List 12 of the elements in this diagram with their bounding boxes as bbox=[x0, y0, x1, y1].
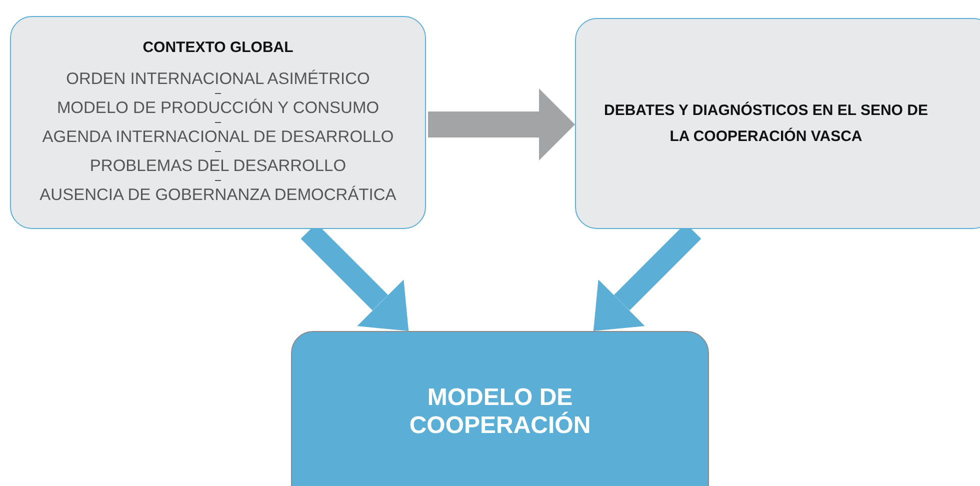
context-box bbox=[10, 16, 426, 229]
list-item: AGENDA INTERNACIONAL DE DESARROLLO bbox=[42, 126, 394, 148]
list-item: PROBLEMAS DEL DESARROLLO bbox=[90, 156, 346, 177]
debate-box bbox=[575, 18, 980, 229]
box-heading: CONTEXTO GLOBAL bbox=[142, 38, 294, 58]
model-box bbox=[291, 331, 709, 486]
list-item: AUSENCIA DE GOBERNANZA DEMOCRÁTICA bbox=[40, 184, 396, 206]
list-item: MODELO DE PRODUCCIÓN Y CONSUMO bbox=[56, 98, 380, 119]
box-heading: MODELO DE COOPERACIÓN bbox=[408, 384, 592, 440]
box-heading: DEBATES Y DIAGNÓSTICOS EN EL SENO DE LA COOPERACIÓN VASCA bbox=[603, 100, 929, 146]
block-arrow bbox=[428, 88, 575, 160]
list-item: ORDEN INTERNACIONAL ASIMÉTRICO bbox=[66, 68, 370, 90]
